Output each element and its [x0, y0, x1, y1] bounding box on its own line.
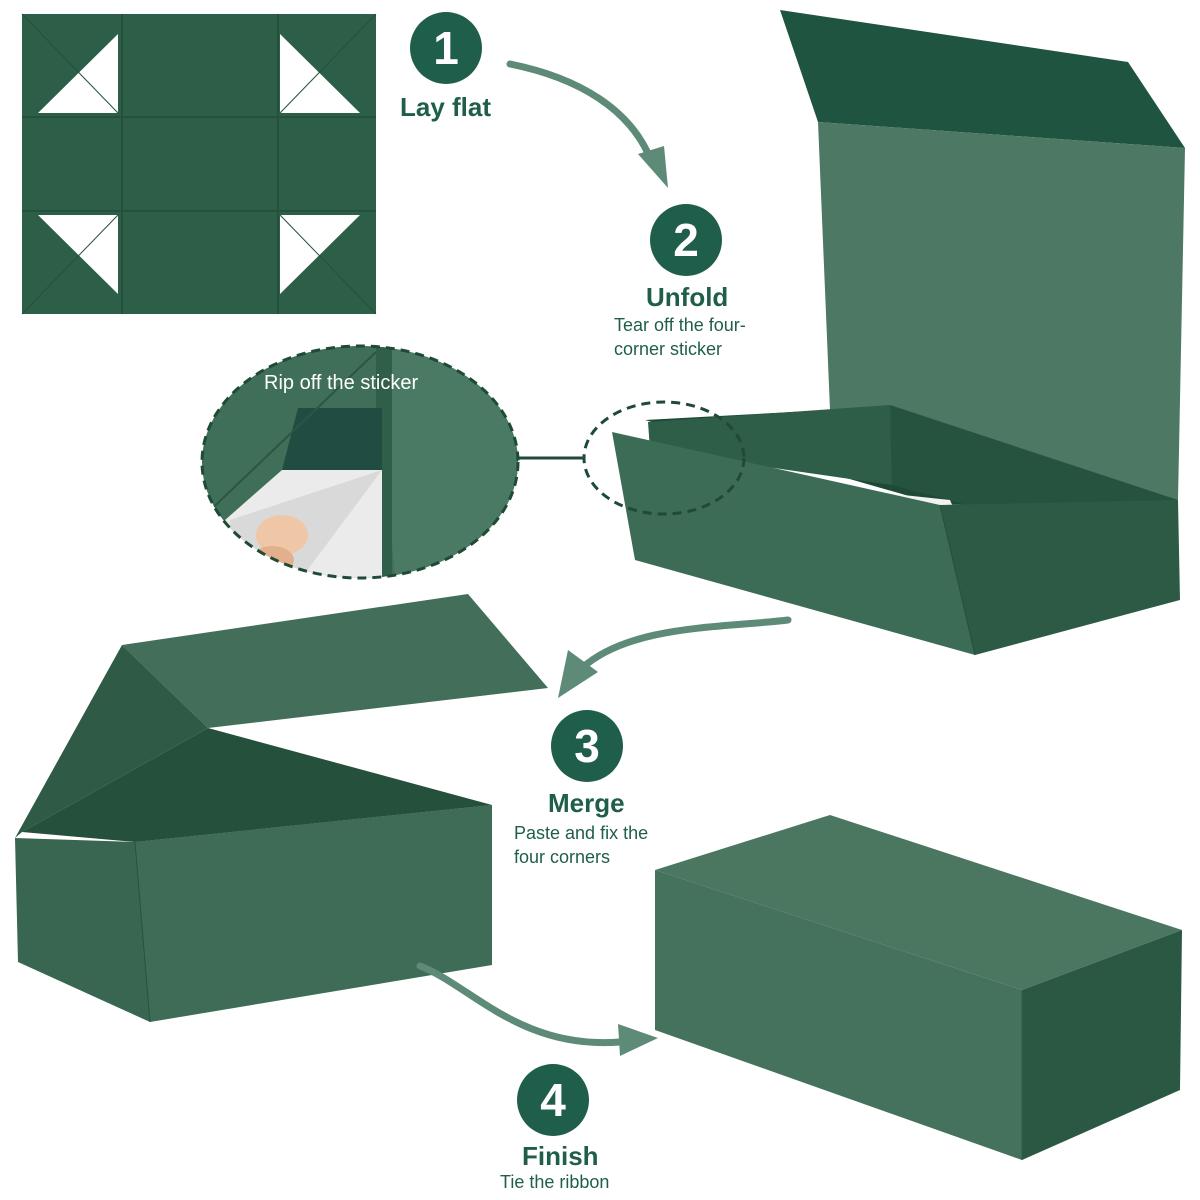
step-3-description-line-2: four corners — [514, 847, 611, 867]
open-box-illustration — [612, 10, 1185, 656]
sticker-callout-bubble — [200, 344, 520, 580]
step-2-number-badge: 2 — [650, 204, 722, 276]
flat-box-illustration — [21, 13, 377, 315]
step-4-number-badge: 4 — [517, 1064, 589, 1136]
step-4-description-line-1: Tie the ribbon — [500, 1172, 610, 1192]
step-3-description-line-1: Paste and fix the — [514, 823, 649, 843]
step-1-title: Lay flat — [400, 92, 492, 122]
step-2-description-line-2: corner sticker — [614, 339, 723, 359]
closed-box-illustration — [655, 815, 1182, 1160]
step-2-title: Unfold — [646, 282, 729, 312]
arrow-step3-to-step4 — [416, 962, 658, 1056]
arrow-step1-to-step2 — [506, 60, 668, 188]
corner-cutout — [38, 34, 118, 113]
step-1-number-badge: 1 — [410, 12, 482, 84]
step-2-description-line-1: Tear off the four- — [614, 315, 746, 335]
callout-highlight-ring — [582, 400, 746, 516]
arrow-step2-to-step3 — [558, 616, 792, 698]
step-4-title: Finish — [522, 1141, 599, 1171]
corner-cutout — [38, 215, 118, 294]
step-3-number-badge: 3 — [551, 710, 623, 782]
sticker-callout-label: Rip off the sticker — [264, 372, 419, 394]
corner-cutout — [280, 34, 360, 113]
merge-box-illustration — [15, 594, 548, 1023]
corner-cutout — [280, 215, 360, 294]
step-3-title: Merge — [548, 788, 625, 818]
